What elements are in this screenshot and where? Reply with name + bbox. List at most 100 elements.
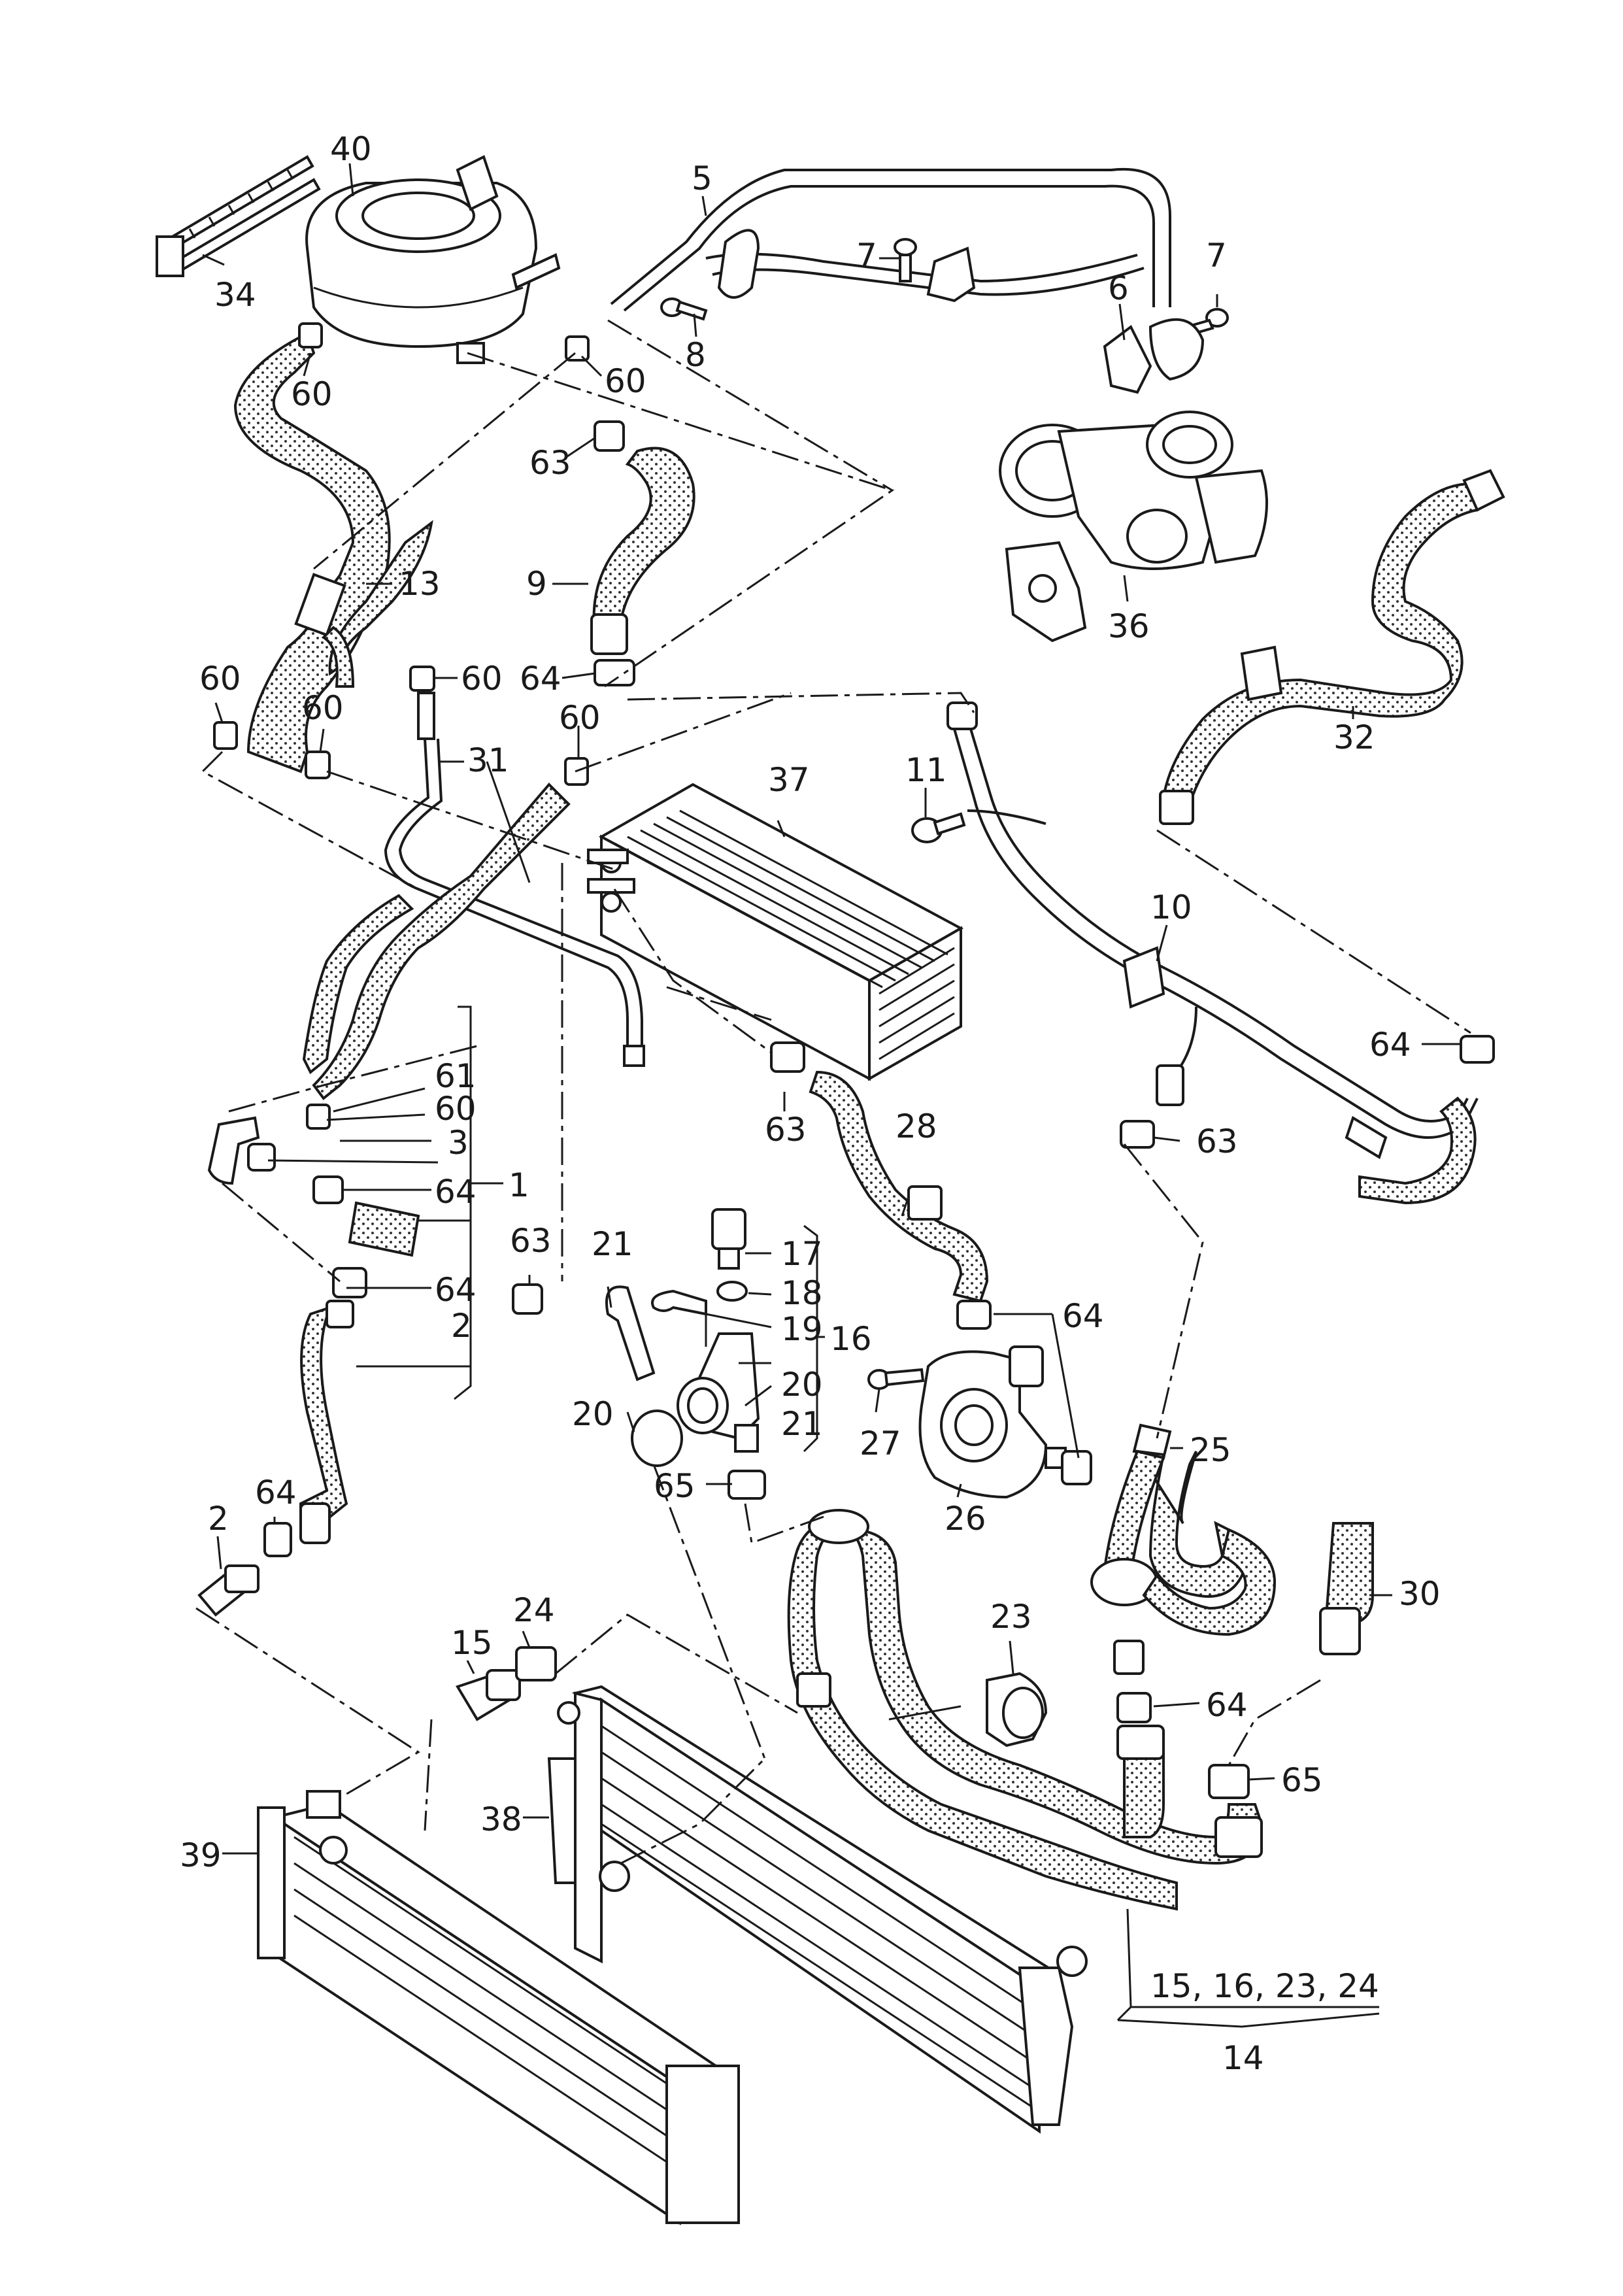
callout-19: 19 (781, 1310, 823, 1348)
callout-60-a: 60 (291, 375, 333, 413)
clamp-60-c (409, 666, 435, 692)
callout-60-d: 60 (461, 660, 503, 698)
hose-9 (590, 447, 695, 655)
callout-38: 38 (480, 1800, 522, 1838)
callout-63-mid: 63 (510, 1222, 552, 1260)
clamp-64-pump (956, 1300, 992, 1330)
callout-9: 9 (526, 565, 547, 603)
callout-36: 36 (1108, 607, 1150, 645)
callout-3: 3 (448, 1124, 469, 1162)
expansion-tank-40 (305, 155, 561, 364)
temperature-sensor-17 (711, 1208, 746, 1270)
clamp-64-left-a (312, 1175, 344, 1204)
callout-63-heat: 63 (765, 1111, 807, 1149)
bolt-27 (867, 1368, 925, 1390)
hose-holder-23 (986, 1672, 1048, 1747)
clamp-63-right (1120, 1120, 1155, 1149)
callout-20-left: 20 (572, 1395, 614, 1433)
callout-64-lower: 64 (255, 1474, 297, 1511)
callout-60-c: 60 (199, 660, 241, 698)
callout-60-e: 60 (302, 689, 344, 727)
intercooler-39 (257, 1790, 740, 2225)
callout-5: 5 (692, 160, 712, 197)
callout-18: 18 (781, 1274, 823, 1312)
callout-65-right: 65 (1281, 1761, 1323, 1799)
callout-40: 40 (330, 130, 372, 168)
clip-21 (605, 1285, 656, 1381)
callout-60-f: 60 (559, 699, 601, 737)
pipe-5 (610, 167, 1171, 312)
clamp-64-pump-right (1061, 1450, 1092, 1485)
callout-27: 27 (860, 1425, 901, 1462)
connector-2 (197, 1564, 259, 1617)
callout-2-upper: 2 (451, 1307, 472, 1345)
heat-exchanger-37 (587, 783, 964, 1081)
cable-tie-34 (156, 155, 321, 277)
connector-3 (207, 1116, 276, 1185)
callout-13: 13 (399, 565, 441, 603)
hose-assembly-14 (787, 1509, 1263, 1911)
callout-16: 16 (830, 1320, 872, 1358)
callout-64-top: 64 (520, 660, 561, 698)
callout-8: 8 (685, 336, 706, 374)
pipe-31 (384, 692, 645, 1067)
bolt-8 (660, 297, 708, 321)
clamp-64-bottom (1116, 1692, 1152, 1723)
thermostat-housing (677, 1332, 760, 1453)
callout-31: 31 (467, 741, 509, 779)
callout-61: 61 (435, 1057, 477, 1095)
callout-64-right: 64 (1369, 1026, 1411, 1064)
hose-from-heater (302, 783, 571, 1100)
hose-13 (233, 331, 433, 773)
gasket-6 (1103, 318, 1205, 394)
callout-64-left-a: 64 (435, 1173, 477, 1211)
clamp-60-g (306, 1104, 331, 1130)
bolt-11 (911, 812, 966, 843)
callout-10: 10 (1150, 888, 1192, 926)
callout-63-right: 63 (1196, 1123, 1238, 1160)
leader-lines (202, 163, 1461, 2028)
clamp-60-a (298, 322, 323, 348)
callout-26: 26 (945, 1500, 986, 1538)
callout-11: 11 (905, 751, 947, 789)
pipe-10 (946, 701, 1479, 1205)
callout-60-b: 60 (605, 362, 646, 400)
callout-1: 1 (509, 1166, 529, 1204)
clamp-24 (515, 1646, 557, 1681)
clamp-64-lower (263, 1522, 292, 1557)
clamp-60-e (305, 751, 331, 779)
o-ring-18 (716, 1281, 748, 1302)
callout-15: 15 (451, 1624, 493, 1662)
connector-15 (456, 1669, 521, 1721)
callout-6: 6 (1108, 269, 1129, 307)
turbocharger-36 (999, 411, 1268, 643)
hose-short-1 (348, 1201, 420, 1257)
callout-64-left-b: 64 (435, 1271, 477, 1309)
hose-28 (770, 1041, 989, 1303)
callout-2-lower: 2 (208, 1500, 229, 1538)
callout-30: 30 (1399, 1575, 1441, 1613)
hose-32 (1159, 469, 1505, 825)
callout-64-bottom: 64 (1206, 1686, 1248, 1724)
hose-2 (299, 1300, 354, 1544)
clamp-64-top (594, 659, 635, 686)
callout-group-15-16-23-24: 15, 16, 23, 24 (1150, 1967, 1379, 2005)
water-pump-26 (918, 1345, 1067, 1499)
clamp-60-b (565, 335, 590, 362)
callout-14: 14 (1222, 2039, 1264, 2077)
callout-17: 17 (781, 1235, 823, 1273)
callout-37: 37 (768, 761, 810, 799)
callout-34: 34 (214, 276, 256, 314)
callout-63-top: 63 (529, 444, 571, 482)
callout-32: 32 (1333, 718, 1375, 756)
clamp-63-top (594, 420, 625, 452)
hose-25 (1090, 1423, 1277, 1675)
callout-28: 28 (895, 1107, 937, 1145)
clamp-63-mid (512, 1283, 543, 1315)
clamp-64-right (1460, 1035, 1495, 1064)
callout-25: 25 (1190, 1431, 1231, 1469)
callout-7-left: 7 (856, 237, 877, 275)
bolt-7-left (894, 238, 917, 282)
o-ring-20 (631, 1410, 683, 1467)
